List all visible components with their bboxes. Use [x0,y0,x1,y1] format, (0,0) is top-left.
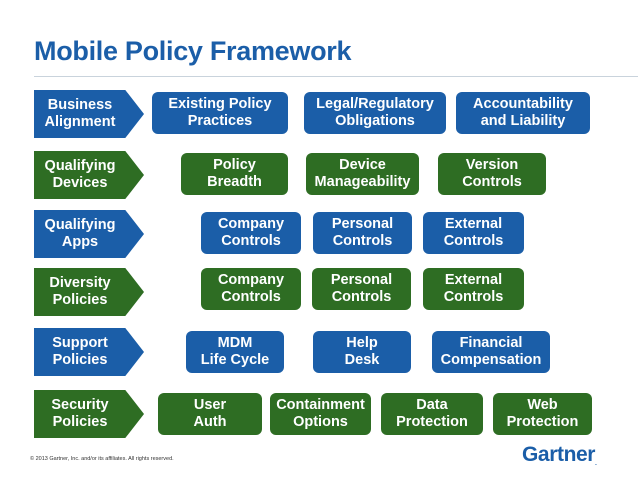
row-label-line: Policies [52,414,108,430]
row-label-support-policies: Support Policies [34,328,144,376]
row-label-line: Diversity [49,275,111,291]
box-device-manageability: Device Manageability [306,153,419,195]
box-external-controls: External Controls [423,212,524,254]
box-personal-controls: Personal Controls [313,212,412,254]
box-help-desk: Help Desk [313,331,411,373]
row-label-diversity-policies: Diversity Policies [34,268,144,316]
box-containment-options: Containment Options [270,393,371,435]
box-legal-regulatory-obligations: Legal/Regulatory Obligations [304,92,446,134]
box-web-protection: Web Protection [493,393,592,435]
box-company-controls: Company Controls [201,212,301,254]
row-label-line: Security [51,397,109,413]
box-policy-breadth: Policy Breadth [181,153,288,195]
logo-text: Gartner [522,443,596,466]
page-title: Mobile Policy Framework [34,36,352,66]
row-label-business-alignment: Business Alignment [34,90,144,138]
box-data-protection: Data Protection [381,393,483,435]
row-label-qualifying-apps: Qualifying Apps [34,210,144,258]
title-divider [34,76,638,77]
row-label-line: Devices [52,175,108,191]
gartner-logo: Gartner. [522,443,597,467]
box-version-controls: Version Controls [438,153,546,195]
row-label-line: Alignment [44,114,116,130]
row-label-line: Policies [52,352,108,368]
row-label-line: Support [52,335,108,351]
row-label-line: Policies [52,292,108,308]
box-company-controls: Company Controls [201,268,301,310]
box-user-auth: User Auth [158,393,262,435]
box-existing-policy-practices: Existing Policy Practices [152,92,288,134]
box-financial-compensation: Financial Compensation [432,331,550,373]
logo-mark: . [595,461,597,467]
box-accountability-liability: Accountability and Liability [456,92,590,134]
box-external-controls: External Controls [423,268,524,310]
box-mdm-life-cycle: MDM Life Cycle [186,331,284,373]
copyright-footer: © 2013 Gartner, Inc. and/or its affiliat… [30,456,174,462]
row-label-line: Business [47,97,113,113]
box-personal-controls: Personal Controls [312,268,411,310]
row-label-qualifying-devices: Qualifying Devices [34,151,144,199]
row-label-line: Apps [61,234,99,250]
row-label-security-policies: Security Policies [34,390,144,438]
row-label-line: Qualifying [44,217,116,233]
row-label-line: Qualifying [44,158,116,174]
